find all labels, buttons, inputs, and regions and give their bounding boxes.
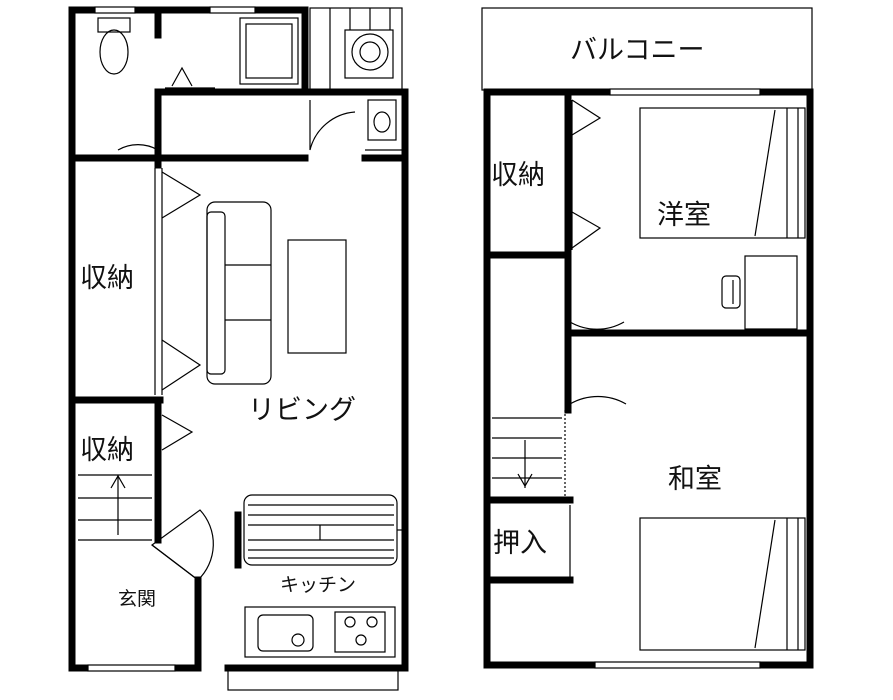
floor2-plan	[481, 7, 814, 669]
floor1-small-storage-label: 収納	[80, 435, 134, 466]
floor1-walls	[68, 6, 409, 672]
kitchen-label: キッチン	[280, 574, 357, 596]
western-room-label: 洋室	[657, 200, 711, 231]
floor1-plan	[68, 6, 409, 691]
entrance-label: 玄関	[118, 588, 157, 610]
floor2-storage-label: 収納	[491, 160, 545, 191]
japanese-room-label: 和室	[668, 464, 722, 495]
closet-label: 押入	[493, 528, 547, 559]
living-room-label: リビング	[248, 395, 356, 426]
floor1-storage-label: 収納	[80, 263, 134, 294]
balcony-label: バルコニー	[570, 35, 705, 66]
